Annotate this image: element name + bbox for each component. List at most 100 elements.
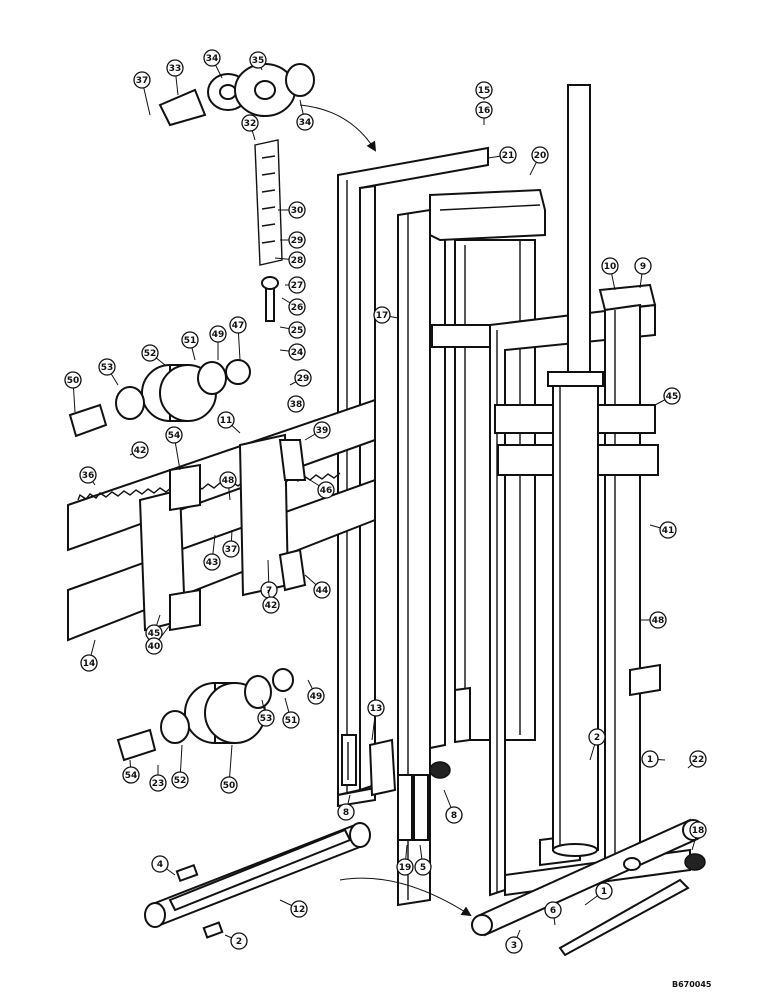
callout-number: 43 <box>206 558 219 568</box>
callout-number: 50 <box>67 376 80 386</box>
callout-circle <box>531 146 549 164</box>
callout-circle <box>649 611 667 629</box>
callout-24: 24 <box>279 343 306 361</box>
callout-50: 50 <box>64 371 82 413</box>
callout-13: 13 <box>367 699 385 741</box>
callout-15: 15 <box>475 81 493 100</box>
callout-circle <box>505 936 523 954</box>
callout-34: 34 <box>203 49 223 79</box>
callout-23: 23 <box>149 765 167 792</box>
callout-number: 54 <box>125 771 138 781</box>
callout-number: 19 <box>399 863 412 873</box>
callout-circle <box>288 298 306 316</box>
callout-circle <box>288 276 306 294</box>
callout-54: 54 <box>122 759 140 784</box>
callout-number: 18 <box>692 826 705 836</box>
callout-number: 15 <box>478 86 491 96</box>
callout-number: 3 <box>511 941 517 951</box>
callout-circle <box>641 750 659 768</box>
sheave-assembly <box>158 63 377 152</box>
callout-number: 23 <box>152 779 165 789</box>
callout-42: 42 <box>262 589 280 614</box>
callout-52: 52 <box>141 344 166 366</box>
callout-number: 6 <box>550 906 556 916</box>
lower-roller-set <box>116 668 294 762</box>
callout-26: 26 <box>281 297 306 316</box>
side-roller-brackets <box>138 433 307 632</box>
callout-circle <box>290 900 308 918</box>
callout-48: 48 <box>219 471 237 501</box>
callout-44: 44 <box>304 574 331 599</box>
callout-circle <box>257 709 275 727</box>
callout-5: 5 <box>414 844 432 876</box>
lift-chain <box>254 139 283 322</box>
callout-number: 49 <box>212 330 225 340</box>
callout-number: 8 <box>451 811 457 821</box>
callout-number: 5 <box>420 863 426 873</box>
callout-circle <box>288 321 306 339</box>
callout-29: 29 <box>280 231 306 249</box>
callout-number: 26 <box>291 303 304 313</box>
callout-10: 10 <box>601 257 619 291</box>
callout-number: 28 <box>291 256 304 266</box>
callout-number: 4 <box>157 860 163 870</box>
callout-circle <box>217 411 235 429</box>
callout-1: 1 <box>584 882 613 906</box>
callout-6: 6 <box>544 901 562 926</box>
callout-27: 27 <box>285 276 306 294</box>
callout-35: 35 <box>249 51 267 71</box>
callout-20: 20 <box>529 146 549 176</box>
callout-number: 11 <box>220 416 233 426</box>
callout-number: 42 <box>265 601 278 611</box>
callout-number: 48 <box>222 476 235 486</box>
callout-circle <box>307 687 325 705</box>
callout-number: 37 <box>136 76 149 86</box>
callout-11: 11 <box>217 411 241 434</box>
callout-46: 46 <box>309 479 335 499</box>
callout-number: 45 <box>666 392 679 402</box>
callout-number: 1 <box>601 887 607 897</box>
callout-1: 1 <box>641 750 666 768</box>
callout-circle <box>317 481 335 499</box>
callout-8: 8 <box>443 789 463 824</box>
callout-number: 29 <box>291 236 304 246</box>
callout-51: 51 <box>181 331 199 361</box>
callout-8: 8 <box>337 794 355 821</box>
callout-circle <box>282 711 300 729</box>
callout-number: 12 <box>293 905 306 915</box>
callout-circle <box>181 331 199 349</box>
callout-circle <box>313 581 331 599</box>
callout-32: 32 <box>241 114 259 141</box>
callout-circle <box>209 325 227 343</box>
callout-18: 18 <box>689 821 707 851</box>
callout-circle <box>288 201 306 219</box>
callout-circle <box>689 821 707 839</box>
callout-36: 36 <box>79 466 97 486</box>
callout-circle <box>601 257 619 275</box>
callout-circle <box>414 858 432 876</box>
callout-number: 44 <box>316 586 329 596</box>
callout-circle <box>634 257 652 275</box>
callout-circle <box>249 51 267 69</box>
callout-number: 10 <box>604 262 617 272</box>
callout-38: 38 <box>287 395 305 413</box>
callout-4: 4 <box>151 855 176 876</box>
callout-circle <box>367 699 385 717</box>
callout-circle <box>80 654 98 672</box>
callout-number: 50 <box>223 781 236 791</box>
callout-9: 9 <box>634 257 652 289</box>
callout-circle <box>98 358 116 376</box>
inner-mast-channel <box>397 188 546 907</box>
callout-circle <box>689 750 707 768</box>
callout-25: 25 <box>279 321 306 339</box>
callout-circle <box>475 81 493 99</box>
callout-54: 54 <box>165 426 183 471</box>
callout-number: 34 <box>206 54 219 64</box>
callout-28: 28 <box>274 251 306 269</box>
callout-number: 9 <box>640 262 646 272</box>
callout-number: 48 <box>652 616 665 626</box>
callout-19: 19 <box>396 844 414 876</box>
callout-number: 13 <box>370 704 383 714</box>
callout-circle <box>230 932 248 950</box>
callout-number: 37 <box>225 545 238 555</box>
